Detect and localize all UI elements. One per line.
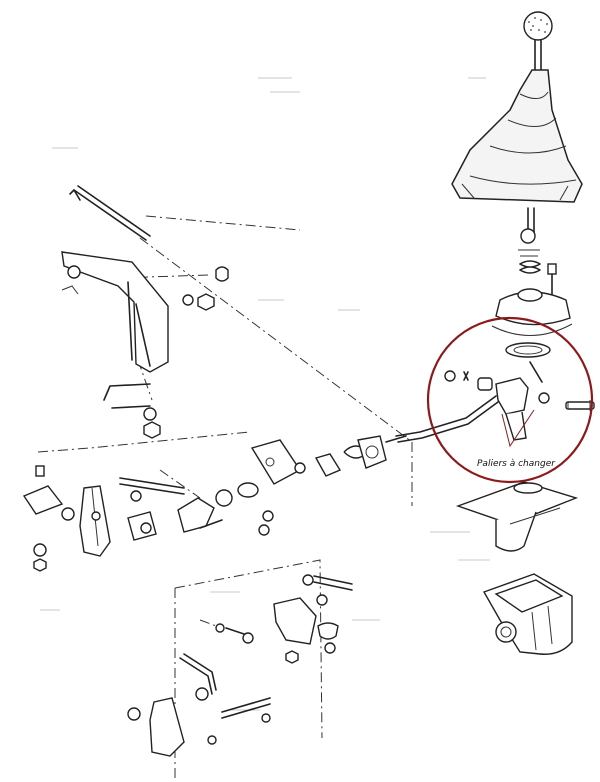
lever-housing <box>491 288 573 383</box>
lower-linkage <box>127 574 353 757</box>
bearing-assembly <box>395 370 595 443</box>
upper-shift-rod <box>69 185 151 241</box>
annotation: Paliers à changer <box>426 316 594 484</box>
scan-noise <box>40 77 490 711</box>
gear-knob <box>523 11 553 71</box>
highlight-circle <box>426 316 594 484</box>
annotation-label: Paliers à changer <box>477 459 556 469</box>
pointer-lines <box>501 409 535 448</box>
gearbox-housing <box>482 573 573 655</box>
gear-boot <box>451 69 583 203</box>
central-linkage <box>22 435 407 572</box>
base-plate <box>455 481 579 552</box>
lever-stem <box>518 207 557 295</box>
upper-bracket <box>61 251 229 439</box>
assembly-guide-lines <box>37 215 413 780</box>
